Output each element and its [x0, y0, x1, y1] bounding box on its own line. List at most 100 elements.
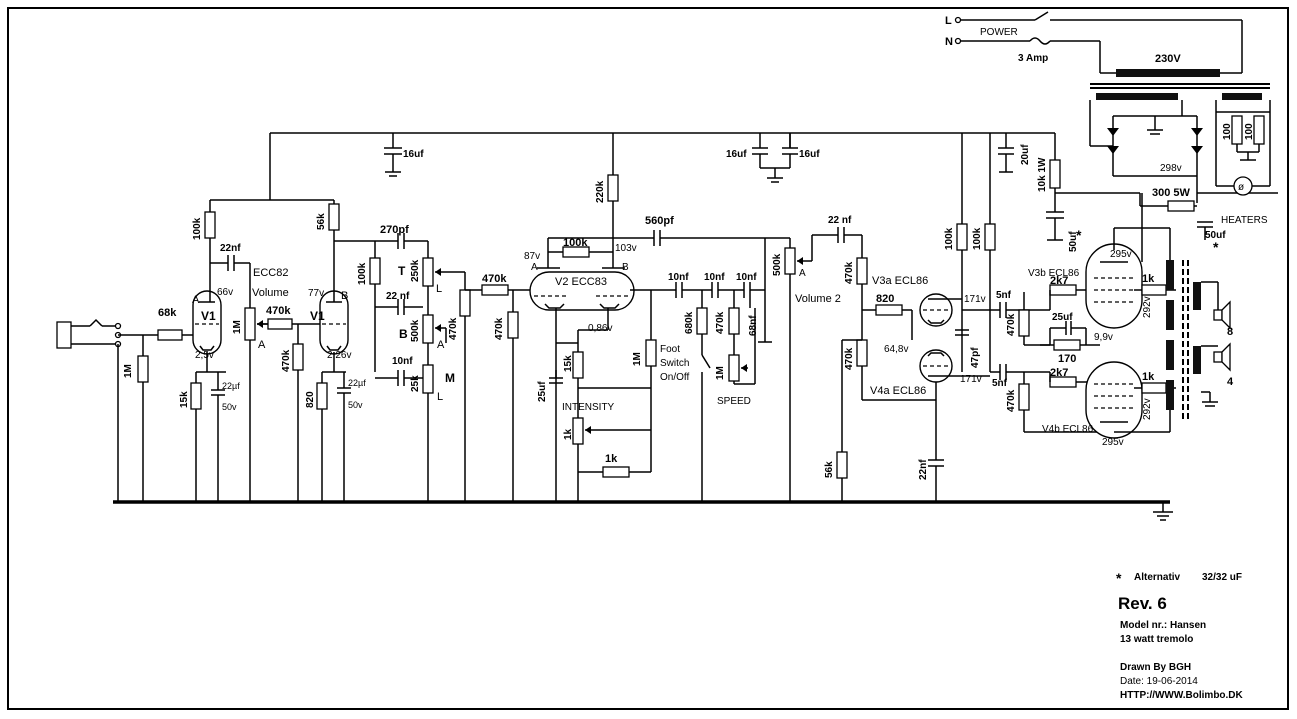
- svg-text:170: 170: [1058, 353, 1076, 365]
- cap-20uf-label: 20uf: [1020, 144, 1031, 165]
- tube-v3b: V3b ECL86 295v: [1028, 243, 1143, 329]
- svg-text:292v: 292v: [1142, 398, 1153, 420]
- svg-text:10nf: 10nf: [704, 272, 725, 283]
- svg-text:470k: 470k: [494, 317, 505, 340]
- svg-text:820: 820: [876, 293, 894, 305]
- svg-text:0,86v: 0,86v: [588, 323, 612, 334]
- input-jack: [56, 318, 158, 502]
- cap-16uf-1-label: 16uf: [403, 149, 424, 160]
- resistor-100k-anode-a: 100k: [192, 200, 216, 302]
- svg-text:10nf: 10nf: [668, 272, 689, 283]
- resistor-470k-grid-stopper: 470k: [257, 305, 320, 330]
- svg-text:47pf: 47pf: [970, 347, 981, 368]
- resistor-220k: 220k: [595, 133, 619, 260]
- output-transformer: [1113, 227, 1219, 433]
- svg-text:2,26v: 2,26v: [327, 350, 351, 361]
- svg-text:A: A: [531, 262, 538, 273]
- svg-text:8: 8: [1227, 326, 1233, 338]
- svg-text:SPEED: SPEED: [717, 396, 751, 407]
- svg-text:3 Amp: 3 Amp: [1018, 53, 1048, 64]
- svg-text:470k: 470k: [266, 305, 291, 317]
- svg-text:1k: 1k: [605, 453, 618, 465]
- drawing-frame: [7, 7, 1289, 710]
- svg-text:103v: 103v: [615, 243, 637, 254]
- pi-input-cap: 22 nf: [812, 215, 862, 243]
- svg-text:22µf: 22µf: [222, 381, 240, 391]
- svg-text:1M: 1M: [232, 320, 243, 334]
- svg-text:66v: 66v: [217, 287, 233, 298]
- tube-v4a: 22nf: [918, 349, 953, 502]
- date: Date: 19-06-2014: [1120, 676, 1198, 687]
- resistor-56k-anode-b: 56k: [316, 200, 340, 302]
- resistor-470k-series: 470k: [465, 273, 540, 296]
- svg-text:V4b ECL86: V4b ECL86: [1042, 424, 1094, 435]
- svg-text:10k 1W: 10k 1W: [1037, 157, 1048, 192]
- svg-text:50uf: 50uf: [1205, 230, 1226, 241]
- resistor-68k: 68k: [157, 307, 195, 341]
- tube-v3a: [919, 293, 953, 327]
- cap-22nf-coupling: 22nf 66v: [210, 243, 251, 302]
- svg-text:100k: 100k: [192, 217, 203, 240]
- model: Model nr.: Hansen: [1120, 620, 1206, 631]
- svg-text:171v: 171v: [964, 294, 986, 305]
- pot-volume: Volume 1M A: [232, 287, 289, 502]
- pi-output-caps: 5nf 5nf: [962, 290, 1050, 389]
- svg-text:250k: 250k: [410, 259, 421, 282]
- speaker-8-icon: 8: [1213, 300, 1233, 338]
- svg-text:820: 820: [305, 391, 316, 408]
- cap-20uf: 20uf: [998, 133, 1031, 173]
- resistor-470k-v2-grid: 470k: [494, 290, 519, 502]
- svg-text:295v: 295v: [1110, 249, 1132, 260]
- svg-text:298v: 298v: [1160, 163, 1182, 174]
- svg-text:22 nf: 22 nf: [828, 215, 852, 226]
- pot-volume-2: 500k A Volume 2: [765, 133, 841, 502]
- svg-text:470k: 470k: [448, 317, 459, 340]
- svg-text:A: A: [799, 268, 806, 279]
- svg-text:Switch: Switch: [660, 358, 689, 369]
- svg-text:50v: 50v: [222, 402, 237, 412]
- svg-text:15k: 15k: [563, 355, 574, 372]
- svg-text:25uf: 25uf: [1052, 312, 1073, 323]
- note-label: Alternativ: [1134, 572, 1181, 583]
- svg-text:Volume: Volume: [252, 287, 289, 299]
- svg-text:25uf: 25uf: [537, 381, 548, 402]
- svg-text:5nf: 5nf: [996, 290, 1012, 301]
- svg-text:500k: 500k: [772, 253, 783, 276]
- svg-text:292v: 292v: [1142, 296, 1153, 318]
- svg-text:300 5W: 300 5W: [1152, 187, 1191, 199]
- svg-text:50v: 50v: [348, 400, 363, 410]
- tube-v1b: B V1 77v: [308, 288, 349, 355]
- svg-text:T: T: [398, 264, 406, 278]
- svg-text:50uf: 50uf: [1068, 231, 1079, 252]
- cathode-v1b: 2,26v 820 22µf 50v: [305, 350, 366, 502]
- svg-text:25k: 25k: [410, 375, 421, 392]
- svg-text:1M: 1M: [715, 366, 726, 380]
- cap-16uf-3-label: 16uf: [799, 149, 820, 160]
- svg-text:87v: 87v: [524, 251, 540, 262]
- svg-text:22nf: 22nf: [918, 459, 929, 480]
- svg-text:15k: 15k: [179, 391, 190, 408]
- svg-text:64,8v: 64,8v: [884, 344, 908, 355]
- svg-text:A: A: [437, 339, 445, 351]
- svg-text:77v: 77v: [308, 288, 324, 299]
- svg-text:M: M: [445, 371, 455, 385]
- tube-v1a: A V1 ECC82: [192, 267, 288, 355]
- svg-text:V4a ECL86: V4a ECL86: [870, 385, 926, 397]
- svg-text:*: *: [1076, 227, 1082, 243]
- url: HTTP://WWW.Bolimbo.DK: [1120, 690, 1244, 701]
- cap-16uf-1: 16uf: [384, 133, 424, 177]
- svg-text:A: A: [258, 339, 266, 351]
- svg-text:2,5v: 2,5v: [195, 350, 214, 361]
- note-value: 32/32 uF: [1202, 572, 1242, 583]
- svg-text:L: L: [437, 391, 443, 403]
- svg-text:68k: 68k: [158, 307, 177, 319]
- svg-text:B: B: [399, 327, 408, 341]
- mains-input: L N POWER 3 Amp 230V: [945, 11, 1243, 77]
- svg-text:V1: V1: [310, 309, 325, 323]
- svg-text:500k: 500k: [410, 319, 421, 342]
- resistor-820-pi: 820 64,8v: [862, 293, 913, 355]
- note-mark: *: [1116, 570, 1122, 586]
- svg-text:V1: V1: [201, 309, 216, 323]
- svg-text:68nf: 68nf: [748, 315, 759, 336]
